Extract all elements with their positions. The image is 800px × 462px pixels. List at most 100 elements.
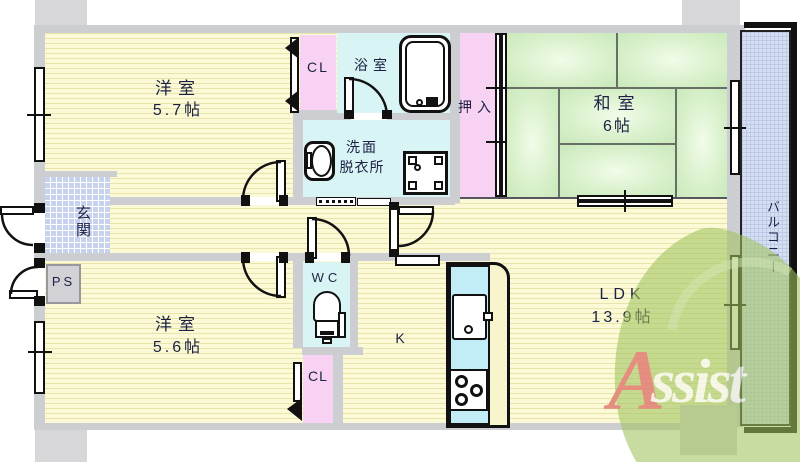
toilet-tank xyxy=(315,320,339,338)
toilet-base xyxy=(322,338,332,344)
oshiire-label: 押入 xyxy=(458,99,496,115)
balcony-frame-top xyxy=(744,22,797,28)
sliding-door-tick xyxy=(624,190,626,212)
hinge-block xyxy=(34,258,45,268)
kitchen-label: K xyxy=(395,330,405,346)
wall-washroom-west xyxy=(293,110,303,203)
balcony-frame-right xyxy=(791,22,797,433)
entrance-tile xyxy=(44,176,110,253)
bathtub-faucet xyxy=(426,97,438,107)
washitsu-name: 和室 xyxy=(593,94,642,113)
toilet-detail xyxy=(320,331,334,335)
entrance-door-opening xyxy=(34,213,45,243)
door-opening xyxy=(243,253,288,261)
pillar-bottom-right xyxy=(680,405,737,455)
room2-name: 洋室 xyxy=(155,315,201,334)
washer-pan-corner xyxy=(434,156,443,165)
tatami-mat xyxy=(507,33,618,89)
washer-pan xyxy=(403,151,448,195)
hinge-block xyxy=(279,252,288,263)
door-opening xyxy=(313,253,347,261)
hinge-block xyxy=(344,110,354,119)
wall-wc-south xyxy=(302,347,363,355)
hinge-block xyxy=(389,249,399,257)
balcony-frame-bottom xyxy=(744,427,797,433)
bathtub-drain xyxy=(416,99,423,106)
hinge-block xyxy=(341,252,350,263)
window-tick xyxy=(27,114,51,116)
fusuma-tick xyxy=(486,141,514,143)
stove-burner xyxy=(455,393,468,406)
fusuma-panel xyxy=(495,33,501,197)
hinge-block xyxy=(241,195,250,206)
hinge-block xyxy=(34,243,45,253)
kitchen-pass-hatch xyxy=(395,255,440,266)
kitchen-drain xyxy=(464,325,473,334)
room1-size: 5.7帖 xyxy=(152,102,204,119)
folding-door-bar xyxy=(290,37,299,113)
washer-pan-corner xyxy=(408,181,417,190)
stove-burner xyxy=(455,375,468,388)
washer-pan-corner xyxy=(434,181,443,190)
washitsu-size: 6帖 xyxy=(603,118,632,135)
threshold-dotted xyxy=(316,197,356,206)
wall-closet-bottom-east xyxy=(333,355,343,427)
bath-label: 浴室 xyxy=(354,57,392,73)
window-tick xyxy=(724,127,746,129)
window-left-2 xyxy=(34,321,45,394)
closet-bottom-label: CL xyxy=(308,368,328,384)
hinge-block xyxy=(241,252,250,263)
window-ldk-balcony xyxy=(730,255,740,350)
fusuma-panel xyxy=(501,33,507,197)
door-leaf-ldk xyxy=(398,206,434,215)
pipe-space-box xyxy=(46,264,81,304)
wash-basin-tab xyxy=(306,152,312,169)
wall-entrance-top xyxy=(45,171,117,177)
wall-bottom xyxy=(45,423,720,430)
wall-wc-west xyxy=(293,253,303,348)
hinge-block xyxy=(279,195,288,206)
kitchen-faucet xyxy=(483,312,493,321)
closet-top xyxy=(300,35,336,110)
ps-label: PS xyxy=(51,274,76,289)
hinge-block xyxy=(34,296,45,306)
entrance-label: 玄関 xyxy=(74,205,91,239)
room1-name: 洋室 xyxy=(155,79,201,98)
closet-bottom xyxy=(303,355,333,423)
hinge-block xyxy=(34,203,45,213)
washroom-label-1: 洗面 xyxy=(346,139,378,155)
closet-top-label: CL xyxy=(307,59,329,75)
wall-closet-top-south xyxy=(300,110,337,120)
toilet-handle xyxy=(338,312,346,338)
toilet-bowl xyxy=(313,291,341,322)
oshiire-closet xyxy=(457,33,497,197)
door-swing-arc xyxy=(0,213,34,247)
washer-pan-drain xyxy=(414,164,421,171)
window-tick xyxy=(28,351,52,353)
tatami-mat xyxy=(560,145,677,197)
bathtub-inner xyxy=(405,41,445,107)
door-opening xyxy=(243,197,288,205)
hinge-block xyxy=(305,252,314,263)
tatami-mat xyxy=(507,89,560,197)
wall-top xyxy=(45,25,745,33)
tatami-mat xyxy=(560,89,677,145)
wall-bath-east xyxy=(450,33,460,203)
ldk-name: LDK xyxy=(599,286,646,303)
balcony-label: バルコニー xyxy=(765,199,780,275)
ldk-size: 13.9帖 xyxy=(591,309,654,326)
wall-bath-south xyxy=(337,113,455,120)
hinge-block xyxy=(389,202,399,210)
tatami-mat xyxy=(677,89,728,197)
wash-basin-bowl xyxy=(311,145,332,177)
room2-size: 5.6帖 xyxy=(152,339,204,356)
fusuma-tick xyxy=(486,87,514,89)
wall-wc-east xyxy=(350,260,358,348)
washroom-label-2: 脱衣所 xyxy=(339,159,385,175)
wc-label: WC xyxy=(311,270,342,285)
window-tick xyxy=(724,304,746,306)
ps-door-opening xyxy=(34,268,45,296)
tatami-mat xyxy=(618,33,728,89)
stove-burner xyxy=(470,384,483,397)
